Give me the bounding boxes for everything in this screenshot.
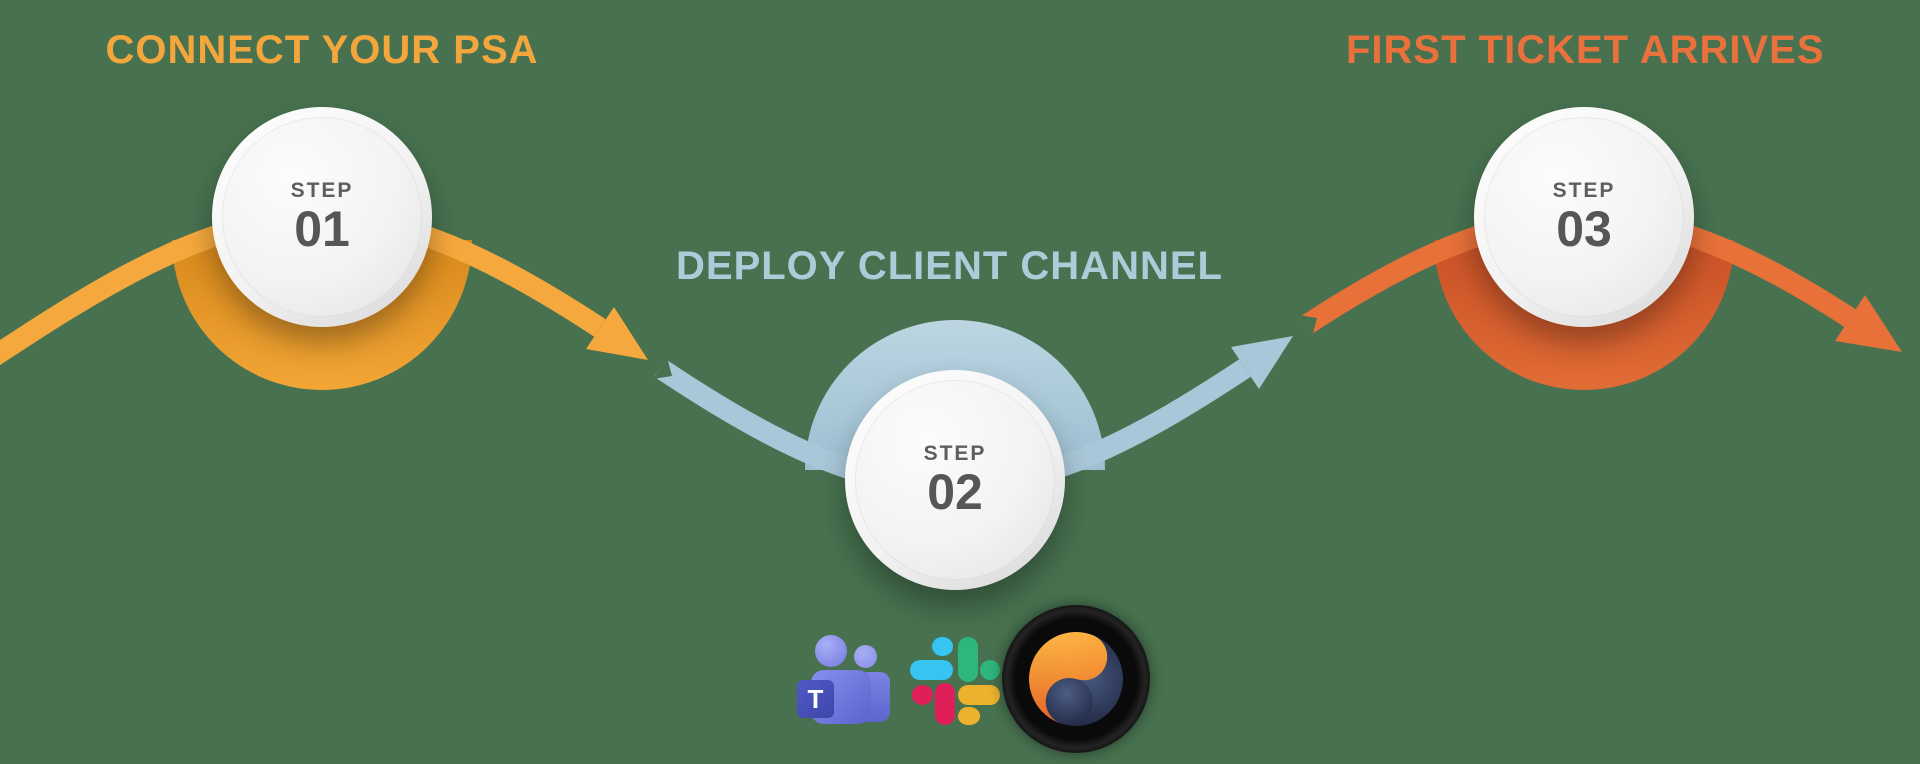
step1-label: STEP xyxy=(290,179,354,202)
step3-title: FIRST TICKET ARRIVES xyxy=(1346,28,1825,72)
step2-number: 02 xyxy=(927,464,983,520)
thread-swirl xyxy=(1016,619,1136,739)
teams-head-big xyxy=(815,635,847,667)
step3-label: STEP xyxy=(1552,179,1616,202)
step1-title: CONNECT YOUR PSA xyxy=(105,28,539,72)
step1-circle: STEP 01 xyxy=(212,107,432,327)
teams-head-small xyxy=(854,645,877,668)
slack-yellow-dot xyxy=(958,707,980,725)
step3-circle-face: STEP 03 xyxy=(1484,117,1684,317)
integration-logos: T xyxy=(790,600,1160,760)
step2-circle: STEP 02 xyxy=(845,370,1065,590)
slack-blue-dot xyxy=(932,637,953,656)
step3-arrowhead-icon xyxy=(1835,295,1902,352)
step2-arrowhead-icon xyxy=(1231,336,1293,389)
slack-red-dot xyxy=(912,685,933,705)
slack-green-dot xyxy=(980,660,1000,680)
step1-number: 01 xyxy=(294,201,350,257)
step3-circle: STEP 03 xyxy=(1474,107,1694,327)
teams-tile-letter: T xyxy=(797,680,834,718)
step2-title: DEPLOY CLIENT CHANNEL xyxy=(676,244,1223,288)
slack-green-pill xyxy=(958,637,978,682)
step1-circle-face: STEP 01 xyxy=(222,117,422,317)
step2-label: STEP xyxy=(923,442,987,465)
step3-number: 03 xyxy=(1556,201,1612,257)
thread-icon xyxy=(1002,605,1150,753)
step3-wave-tail-notch xyxy=(1298,315,1317,337)
step2-circle-face: STEP 02 xyxy=(855,380,1055,580)
slack-icon xyxy=(910,637,1000,725)
microsoft-teams-icon: T xyxy=(797,632,897,724)
step2-wave-tail-notch xyxy=(653,357,672,379)
slack-blue-pill xyxy=(910,660,953,680)
slack-yellow-pill xyxy=(958,685,1000,705)
step1-arrowhead-icon xyxy=(586,307,648,360)
slack-red-pill xyxy=(935,683,955,725)
